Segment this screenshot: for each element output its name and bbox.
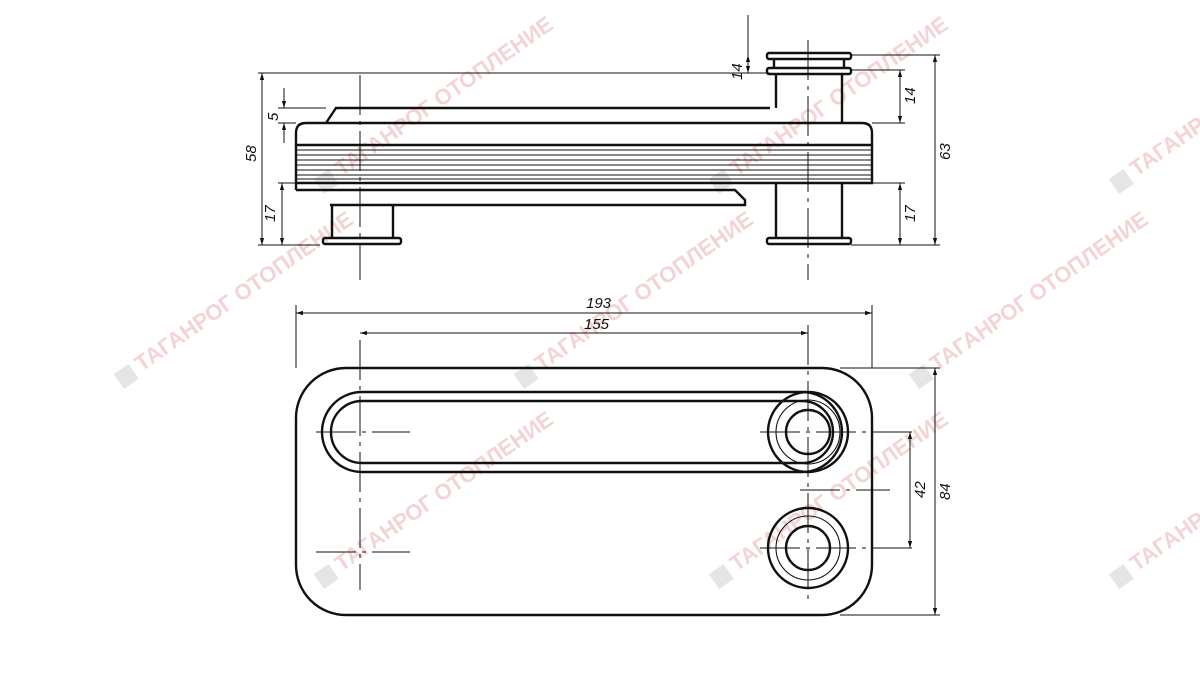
dim-14-right: 14 <box>902 87 919 104</box>
side-view: 58 17 5 14 14 63 17 <box>243 15 954 280</box>
dim-17-left: 17 <box>262 205 279 222</box>
dim-155: 155 <box>584 316 610 333</box>
dim-84: 84 <box>937 483 954 500</box>
svg-text:ТАГАНРОГ ОТОПЛЕНИЕ: ТАГАНРОГ ОТОПЛЕНИЕ <box>925 206 1153 376</box>
dim-63: 63 <box>937 143 954 160</box>
watermarks: ТАГАНРОГ ОТОПЛЕНИЕ ТАГАНРОГ ОТОПЛЕНИЕ ТА… <box>113 11 1200 590</box>
svg-text:ТАГАНРОГ ОТОПЛЕНИЕ: ТАГАНРОГ ОТОПЛЕНИЕ <box>1125 11 1200 181</box>
dim-42: 42 <box>912 481 929 498</box>
svg-text:ТАГАНРОГ ОТОПЛЕНИЕ: ТАГАНРОГ ОТОПЛЕНИЕ <box>130 206 358 376</box>
dim-193: 193 <box>586 295 612 312</box>
dim-58: 58 <box>243 145 260 162</box>
plan-view: 193 155 84 42 <box>294 295 954 617</box>
dim-14-top: 14 <box>729 63 746 80</box>
dim-17-right: 17 <box>902 205 919 222</box>
dim-5: 5 <box>265 112 282 121</box>
svg-text:ТАГАНРОГ ОТОПЛЕНИЕ: ТАГАНРОГ ОТОПЛЕНИЕ <box>330 11 558 181</box>
svg-text:ТАГАНРОГ ОТОПЛЕНИЕ: ТАГАНРОГ ОТОПЛЕНИЕ <box>530 206 758 376</box>
svg-text:ТАГАНРОГ ОТОПЛЕНИЕ: ТАГАНРОГ ОТОПЛЕНИЕ <box>1125 406 1200 576</box>
